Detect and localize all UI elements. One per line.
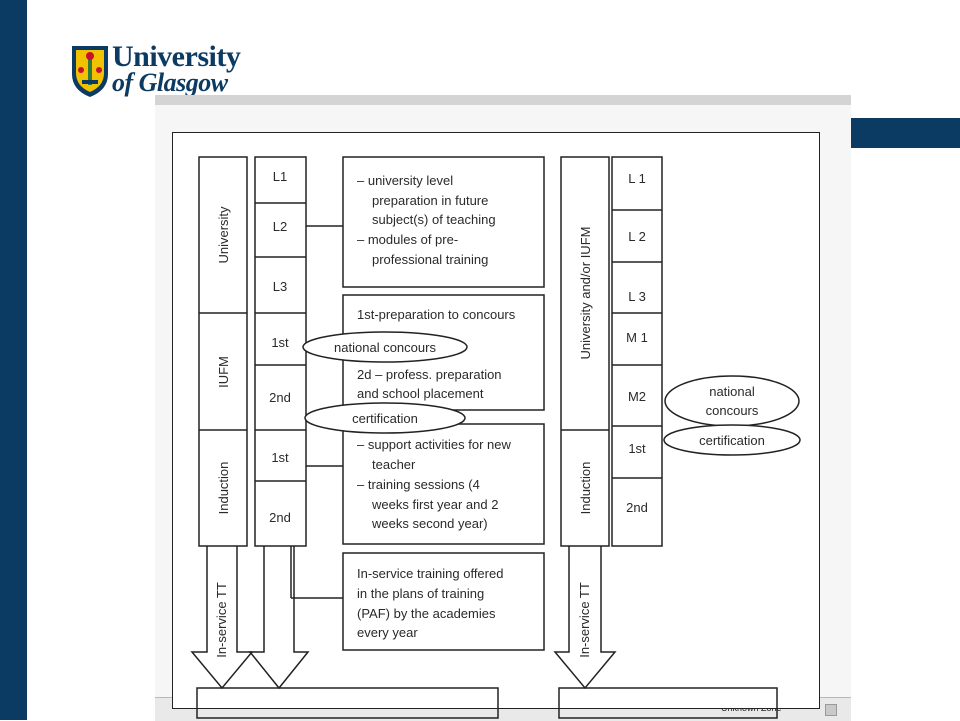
box1-line: – university level bbox=[357, 173, 453, 188]
bottom-box-left bbox=[196, 687, 499, 719]
label-university-and-or-iufm: University and/or IUFM bbox=[578, 227, 593, 360]
oval-national-concours-label: national concours bbox=[334, 340, 436, 355]
right-year-m1: M 1 bbox=[626, 330, 648, 345]
crest-icon bbox=[72, 46, 108, 97]
box-university-prep bbox=[342, 156, 545, 288]
box3-line: weeks first year and 2 bbox=[371, 497, 498, 512]
oval-certification bbox=[304, 402, 466, 434]
oval-right-certification-label: certification bbox=[699, 433, 765, 448]
zone-icon bbox=[825, 704, 837, 716]
left-phase-column bbox=[198, 156, 248, 547]
box3-line: teacher bbox=[372, 457, 416, 472]
box3-line: weeks second year) bbox=[371, 516, 488, 531]
box1-line: preparation in future bbox=[372, 193, 488, 208]
oval-right-national-label: national bbox=[709, 384, 755, 399]
left-year-1st-iufm: 1st bbox=[271, 335, 289, 350]
logo-text-university: University bbox=[112, 40, 241, 73]
oval-right-certification bbox=[663, 424, 801, 456]
label-right-inservice: In-service TT bbox=[577, 582, 592, 658]
oval-certification-label: certification bbox=[352, 411, 418, 426]
box2-line: 1st-preparation to concours bbox=[357, 307, 516, 322]
box1-line: professional training bbox=[372, 252, 488, 267]
right-year-1st: 1st bbox=[628, 441, 646, 456]
right-year-column bbox=[611, 156, 663, 547]
box2-line: and school placement bbox=[357, 386, 484, 401]
box4-line: In-service training offered bbox=[357, 566, 503, 581]
logo-text-of-glasgow: of Glasgow bbox=[112, 68, 228, 97]
left-year-2nd-iufm: 2nd bbox=[269, 390, 291, 405]
left-year-l2: L2 bbox=[273, 219, 287, 234]
top-right-brand-bar bbox=[851, 118, 960, 148]
box3-line: – support activities for new bbox=[357, 437, 512, 452]
screenshot-toolbar bbox=[155, 95, 851, 105]
box4-line: in the plans of training bbox=[357, 586, 484, 601]
oval-right-concours-label: concours bbox=[706, 403, 759, 418]
box-inservice-training bbox=[342, 552, 545, 651]
box4-line: (PAF) by the academies bbox=[357, 606, 496, 621]
right-year-l2: L 2 bbox=[628, 229, 646, 244]
right-year-l3: L 3 bbox=[628, 289, 646, 304]
left-year-l3: L3 bbox=[273, 279, 287, 294]
label-iufm: IUFM bbox=[216, 356, 231, 388]
university-logo: University of Glasgow bbox=[70, 40, 250, 100]
label-university: University bbox=[216, 206, 231, 264]
box2-line: 2d – profess. preparation bbox=[357, 367, 502, 382]
oval-national-concours bbox=[302, 331, 468, 363]
left-year-2nd-induction: 2nd bbox=[269, 510, 291, 525]
right-year-l1: L 1 bbox=[628, 171, 646, 186]
box3-line: – training sessions (4 bbox=[357, 477, 480, 492]
label-right-induction: Induction bbox=[578, 462, 593, 515]
left-brand-bar bbox=[0, 0, 27, 720]
box1-line: – modules of pre- bbox=[357, 232, 458, 247]
left-year-l1: L1 bbox=[273, 169, 287, 184]
box4-line: every year bbox=[357, 625, 418, 640]
left-year-arrow bbox=[248, 546, 310, 690]
label-left-inservice: In-service TT bbox=[214, 582, 229, 658]
right-year-m2: M2 bbox=[628, 389, 646, 404]
left-year-column bbox=[254, 156, 307, 547]
box1-line: subject(s) of teaching bbox=[372, 212, 496, 227]
bottom-box-right bbox=[558, 687, 778, 719]
label-induction: Induction bbox=[216, 462, 231, 515]
left-year-1st-induction: 1st bbox=[271, 450, 289, 465]
right-year-2nd: 2nd bbox=[626, 500, 648, 515]
right-phase-column bbox=[560, 156, 610, 547]
